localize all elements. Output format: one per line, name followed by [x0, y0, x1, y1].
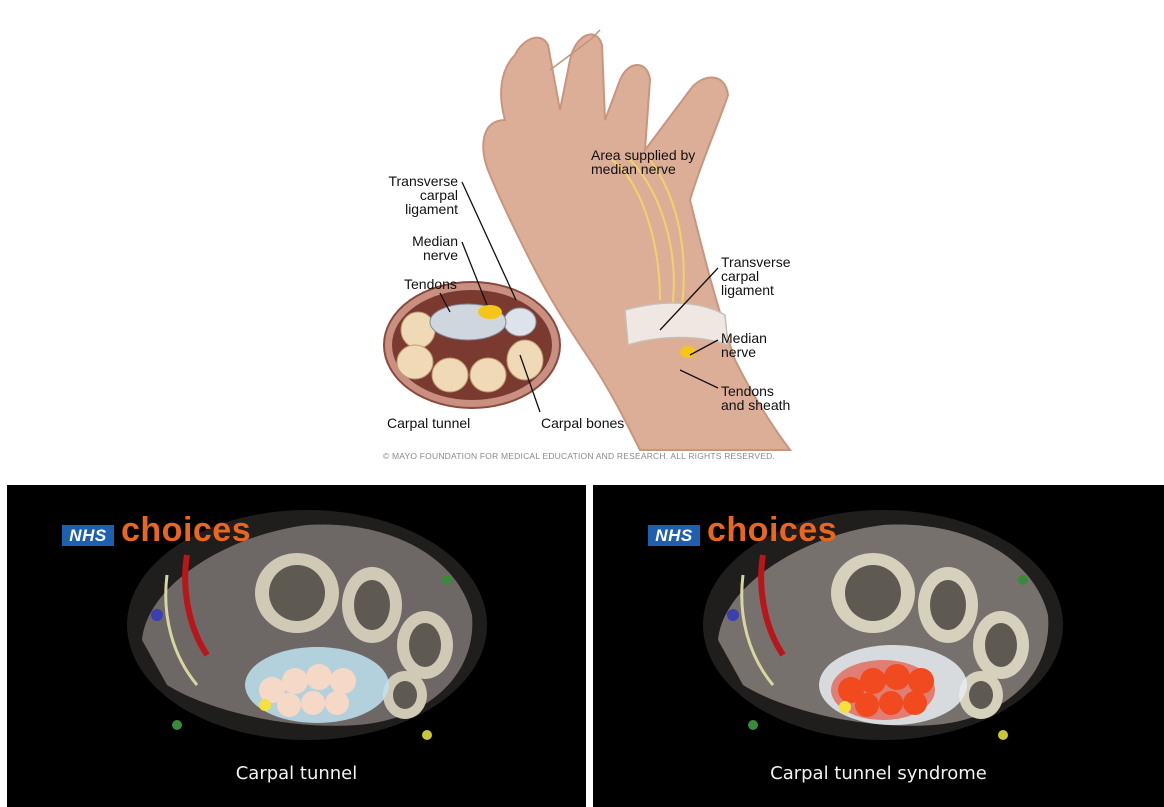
mayo-illustration: Transverse carpal ligament Median nerve …: [0, 0, 1164, 475]
nhs-logo-badge: NHS: [62, 525, 114, 546]
nhs-logo-badge: NHS: [648, 525, 700, 546]
copyright-notice: © MAYO FOUNDATION FOR MEDICAL EDUCATION …: [383, 451, 775, 461]
choices-logo-text: choices: [707, 511, 837, 549]
label-carpal-bones: Carpal bones: [541, 416, 624, 430]
video-frame-carpal-tunnel-syndrome: NHS choices Carpal tunnel syndrome: [593, 485, 1164, 807]
label-carpal-tunnel: Carpal tunnel: [387, 416, 470, 430]
label-tendons-and-sheath: Tendons and sheath: [721, 384, 790, 412]
label-median-nerve-right: Median nerve: [721, 331, 767, 359]
caption-carpal-tunnel-syndrome: Carpal tunnel syndrome: [593, 763, 1164, 785]
carpal-tunnel-cross-section: [384, 282, 560, 408]
label-transverse-carpal-ligament-right: Transverse carpal ligament: [721, 255, 791, 297]
label-transverse-carpal-ligament-left: Transverse carpal ligament: [380, 174, 458, 216]
caption-carpal-tunnel: Carpal tunnel: [7, 763, 586, 785]
choices-logo-text: choices: [121, 511, 251, 549]
label-area-supplied-by-median-nerve: Area supplied by median nerve: [591, 148, 695, 176]
label-tendons: Tendons: [404, 277, 457, 291]
label-median-nerve-left: Median nerve: [400, 234, 458, 262]
hand-illustration: [0, 0, 1164, 475]
video-frame-carpal-tunnel: NHS choices Carpal tunnel: [7, 485, 586, 807]
